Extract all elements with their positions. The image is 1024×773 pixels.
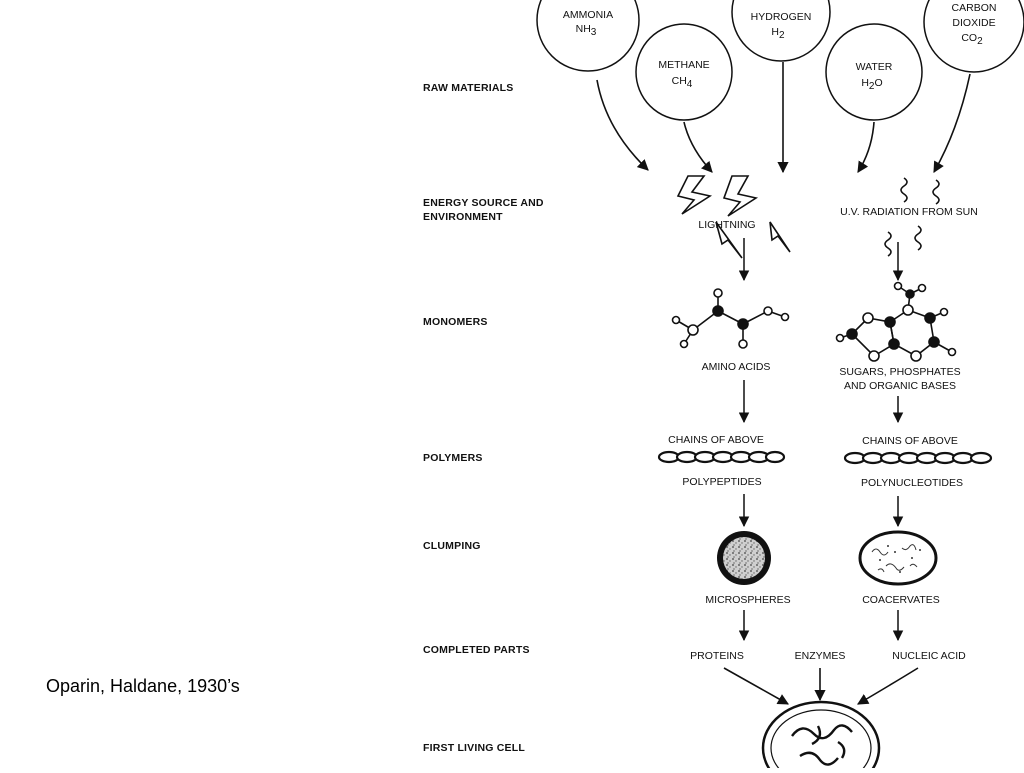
amino-acids-label: AMINO ACIDS — [702, 361, 771, 373]
enzymes-label: ENZYMES — [795, 650, 846, 662]
energy-to-monomer-arrows — [738, 238, 904, 282]
polypeptides-label: POLYPEPTIDES — [682, 476, 761, 488]
attribution-caption: Oparin, Haldane, 1930’s — [46, 676, 240, 696]
stage-label-monomers: MONOMERS — [423, 316, 488, 328]
polynucleotides-label: POLYNUCLEOTIDES — [861, 477, 963, 489]
chains-left-label: CHAINS OF ABOVE — [668, 434, 764, 446]
sugars-label-1: SUGARS, PHOSPHATES — [839, 366, 960, 378]
svg-text:WATER: WATER — [856, 61, 893, 73]
monomer-to-polymer-arrows — [738, 380, 904, 424]
uv-label: U.V. RADIATION FROM SUN — [840, 206, 978, 218]
stage-label-raw-materials: RAW MATERIALS — [423, 82, 513, 94]
lightning-icon — [676, 175, 791, 259]
carbon-dioxide-node: CARBON DIOXIDE CO2 — [923, 0, 1024, 73]
microspheres-label: MICROSPHERES — [705, 594, 790, 606]
polynucleotide-chain-icon — [843, 451, 993, 465]
stage-label-polymers: POLYMERS — [423, 452, 483, 464]
svg-text:H2O: H2O — [861, 77, 882, 92]
proteins-label: PROTEINS — [690, 650, 744, 662]
coacervate-icon — [858, 530, 938, 586]
arrow-carbon — [933, 73, 971, 173]
microsphere-icon — [717, 531, 771, 585]
stage-label-first-living-cell: FIRST LIVING CELL — [423, 742, 525, 754]
uv-radiation-icon — [884, 177, 940, 257]
svg-text:CARBON: CARBON — [952, 2, 997, 14]
stage-label-clumping: CLUMPING — [423, 540, 481, 552]
stage-label-completed-parts: COMPLETED PARTS — [423, 644, 530, 656]
ammonia-node: AMMONIA NH3 — [536, 0, 640, 72]
nucleotide-molecule-icon — [835, 281, 957, 362]
svg-text:CH4: CH4 — [672, 75, 693, 90]
hydrogen-node: HYDROGEN H2 — [731, 0, 831, 62]
lightning-label: LIGHTNING — [698, 219, 755, 231]
coacervates-label: COACERVATES — [862, 594, 940, 606]
water-node: WATER H2O — [825, 23, 923, 121]
clump-to-parts-arrows — [738, 610, 904, 642]
methane-node: METHANE CH4 — [635, 23, 733, 121]
amino-acid-molecule-icon — [671, 288, 790, 349]
arrow-methane — [683, 121, 713, 173]
svg-text:HYDROGEN: HYDROGEN — [751, 11, 812, 23]
svg-text:METHANE: METHANE — [658, 59, 709, 71]
nucleic-acid-label: NUCLEIC ACID — [892, 650, 966, 662]
arrow-ammonia — [596, 79, 649, 171]
polypeptide-chain-icon — [657, 450, 786, 464]
svg-text:H2: H2 — [771, 26, 785, 41]
chains-right-label: CHAINS OF ABOVE — [862, 435, 958, 447]
svg-text:CO2: CO2 — [961, 32, 983, 47]
parts-to-cell-arrows — [723, 667, 919, 705]
stage-label-energy-2: ENVIRONMENT — [423, 211, 503, 223]
living-cell-icon — [761, 700, 881, 773]
polymer-to-clump-arrows — [738, 494, 904, 528]
arrow-water — [857, 121, 875, 173]
raw-to-energy-arrows — [596, 62, 971, 174]
svg-text:DIOXIDE: DIOXIDE — [952, 17, 995, 29]
svg-text:AMMONIA: AMMONIA — [563, 9, 613, 21]
sugars-label-2: AND ORGANIC BASES — [844, 380, 956, 392]
stage-label-energy-1: ENERGY SOURCE AND — [423, 197, 544, 209]
svg-text:NH3: NH3 — [576, 23, 597, 38]
